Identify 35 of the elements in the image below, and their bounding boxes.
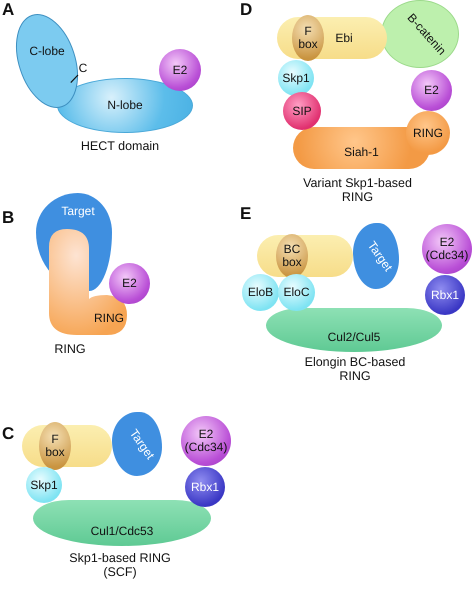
protein-sphere: Skp1 — [26, 467, 62, 503]
panel-letter: C — [2, 424, 14, 444]
protein-sphere: E2 (Cdc34) — [181, 416, 231, 466]
protein-sphere: E2 (Cdc34) — [422, 224, 472, 274]
protein-sphere: Rbx1 — [425, 275, 465, 315]
ring-sphere: RING — [406, 111, 450, 155]
protein-sphere: Skp1 — [278, 60, 314, 96]
cullin-bar: Cul2/Cul5 — [266, 308, 442, 352]
panel-letter: A — [2, 0, 14, 20]
protein-sphere: E2 — [109, 263, 150, 304]
panel-letter: E — [240, 204, 252, 224]
adaptor-bar — [22, 425, 112, 467]
adaptor-bar — [277, 17, 387, 59]
caption-text: Elongin BC-based RING — [304, 355, 406, 383]
protein-sphere: EloB — [242, 274, 279, 311]
caption-text: Skp1-based RING (SCF) — [68, 551, 172, 579]
f-box-oval: F box — [292, 15, 324, 61]
protein-name: Ebi — [335, 32, 353, 44]
protein-sphere: E2 — [411, 70, 452, 111]
terminus-label: C — [78, 61, 88, 76]
caption-text: HECT domain — [80, 139, 160, 153]
adaptor-bar — [257, 235, 353, 277]
protein-sphere: SIP — [283, 92, 321, 130]
protein-sphere: Rbx1 — [185, 467, 225, 507]
cullin-bar: Cul1/Cdc53 — [33, 500, 211, 546]
leader-line — [70, 74, 78, 83]
protein-sphere: E2 — [159, 49, 201, 91]
bc-box-oval: BC box — [276, 234, 308, 278]
panel-letter: B — [2, 208, 14, 228]
protein-sphere: EloC — [278, 274, 315, 311]
caption-text: Variant Skp1-based RING — [302, 176, 413, 204]
caption-text: RING — [53, 342, 87, 356]
f-box-oval: F box — [39, 422, 71, 470]
panel-letter: D — [240, 0, 252, 20]
c-lobe-ellipse: C-lobe — [18, 12, 76, 110]
